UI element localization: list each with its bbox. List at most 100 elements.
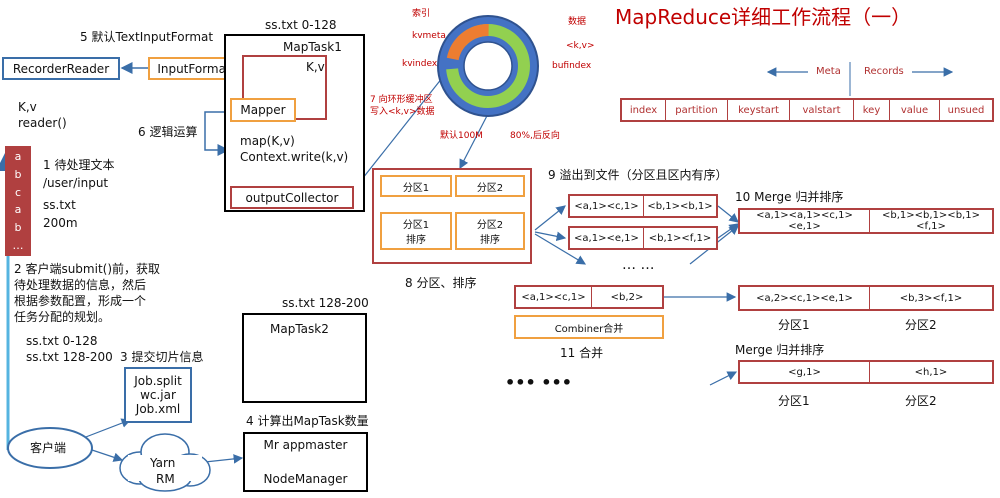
job-xml-file: Job.xml [135,402,181,416]
job-split-file: Job.split [134,374,182,388]
merge2-dots: ••• ••• [505,373,572,392]
partition2-box: 分区2 [455,175,525,197]
combined-p1: <a,2><c,1><e,1> [740,287,870,309]
maptask2-label: MapTask2 [270,322,329,336]
default-size-label: 默认100M [440,131,483,141]
merge2-p2-label: 分区2 [905,394,937,408]
spill-dots: … … [622,257,655,273]
merge-p1: <a,1><a,1><c,1><e,1> [740,210,870,232]
arrow-spill2-merge [717,223,739,239]
maptask1-label: MapTask1 [283,40,342,54]
maptask2-split-label: ss.txt 128-200 [282,296,369,310]
arrow-spill1-merge [717,205,739,223]
step7-line-2: 写入<k,v>数据 [370,107,435,117]
arrow-client-jobfiles [77,418,132,441]
meta-record-table: index partition keystart valstart key va… [620,98,994,122]
spill1-p2: <b,1><b,1> [647,200,713,212]
combiner-in-p1: <a,1><c,1> [516,287,592,307]
spill-file-1: <a,1><c,1> <b,1><b,1> [568,194,718,218]
char-5: … [12,238,24,252]
step2-line-1: 2 客户端submit()前，获取 [14,262,161,276]
merge2-p1: <g,1> [740,362,870,382]
arrow-collector-buffer [354,67,451,189]
job-files-box: Job.split wc.jar Job.xml [124,367,192,423]
kv-data-label: <k,v> [566,41,595,51]
meta-field-unsued: unsued [947,104,985,116]
p1-sort-line1: 分区1 [402,220,430,231]
step4-label: 4 计算出MapTask数量 [246,414,369,428]
step6-label: 6 逻辑运算 [138,125,198,139]
meta-field-key: key [854,100,890,120]
partition2-sort-box: 分区2 排序 [455,212,525,250]
step11-label: 11 合并 [560,346,604,360]
combiner-box: Combiner合并 [514,315,664,339]
reader-call-label: reader() [18,116,67,130]
char-4: b [14,220,22,234]
file-name-label: ss.txt [43,198,76,212]
split2-label: ss.txt 128-200 [26,350,113,364]
arrow-partition-spill1 [534,205,566,231]
yarn-label: Yarn [150,456,176,470]
arrow-client-yarn [91,449,124,462]
spill-file-2: <a,1><e,1> <b,1><f,1> [568,226,718,250]
step8-label: 8 分区、排序 [405,276,477,290]
appmaster-label: Mr appmaster [263,438,348,452]
char-1: b [14,167,22,181]
merge-result: <a,1><a,1><c,1><e,1> <b,1><b,1><b,1><f,1… [738,208,994,234]
merge2-label: Merge 归并排序 [735,343,825,357]
partition1-box: 分区1 [380,175,452,197]
char-3: a [14,203,22,217]
context-call-label: Context.write(k,v) [240,150,349,164]
recorder-reader-box: RecorderReader [2,57,120,80]
combined-p1-label: 分区1 [778,318,810,332]
bufindex-label: bufindex [552,61,592,71]
step2-line-2: 待处理数据的信息，然后 [14,278,147,292]
client-label: 客户端 [30,441,67,455]
meta-field-keystart: keystart [728,100,790,120]
data-label: 数据 [568,17,587,27]
logic-bracket [204,111,230,156]
input-text-column: a b c a b … [5,146,31,256]
step2-line-3: 根据参数配置，形成一个 [14,294,147,308]
rm-label: RM [156,472,175,486]
spill2-p1: <a,1><e,1> [570,228,644,248]
mapper-box: Mapper [230,98,296,122]
file-size-label: 200m [43,216,78,230]
merge-p2: <b,1><b,1><b,1><f,1> [882,210,980,232]
split1-label: ss.txt 0-128 [26,334,98,348]
meta-field-partition: partition [666,100,728,120]
char-0: a [14,150,22,164]
step9-label: 9 溢出到文件（分区且区内有序） [548,168,728,182]
combiner-input-row: <a,1><c,1> <b,2> [514,285,664,309]
spill1-p1: <a,1><c,1> [570,196,644,216]
combiner-in-p2: <b,2> [610,291,644,303]
partition1-sort-box: 分区1 排序 [380,212,452,250]
input-path-label: /user/input [43,176,109,190]
step3-label: 3 提交切片信息 [120,350,204,364]
p2-sort-line2: 排序 [480,235,500,246]
page-title: MapReduce详细工作流程（一） [615,5,912,29]
maptask1-split-label: ss.txt 0-128 [265,18,337,32]
arrow-dots-merge2 [709,371,738,386]
merge2-result: <g,1> <h,1> [738,360,994,384]
records-label: Records [864,66,904,77]
combined-p2-label: 分区2 [905,318,937,332]
step1-label: 1 待处理文本 [43,158,115,172]
merge2-p1-label: 分区1 [778,394,810,408]
output-collector-box: outputCollector [230,186,354,209]
combined-p2: <b,3><f,1> [899,292,963,304]
meta-field-valstart: valstart [790,100,854,120]
map-call-label: map(K,v) [240,134,295,148]
maptask-kv-label: K,v [306,60,325,74]
reader-kv-label: K,v [18,100,37,114]
step5-label: 5 默认TextInputFormat [80,30,214,44]
merge2-p2: <h,1> [914,366,948,378]
meta-field-value: value [890,100,940,120]
step7-line-1: 7 向环形缓冲区 [370,95,433,105]
arrow-yarn-appmaster [204,454,244,464]
spill2-p2: <b,1><f,1> [648,232,712,244]
step2-line-4: 任务分配的规划。 [14,310,111,324]
maptask2-box [242,313,367,403]
